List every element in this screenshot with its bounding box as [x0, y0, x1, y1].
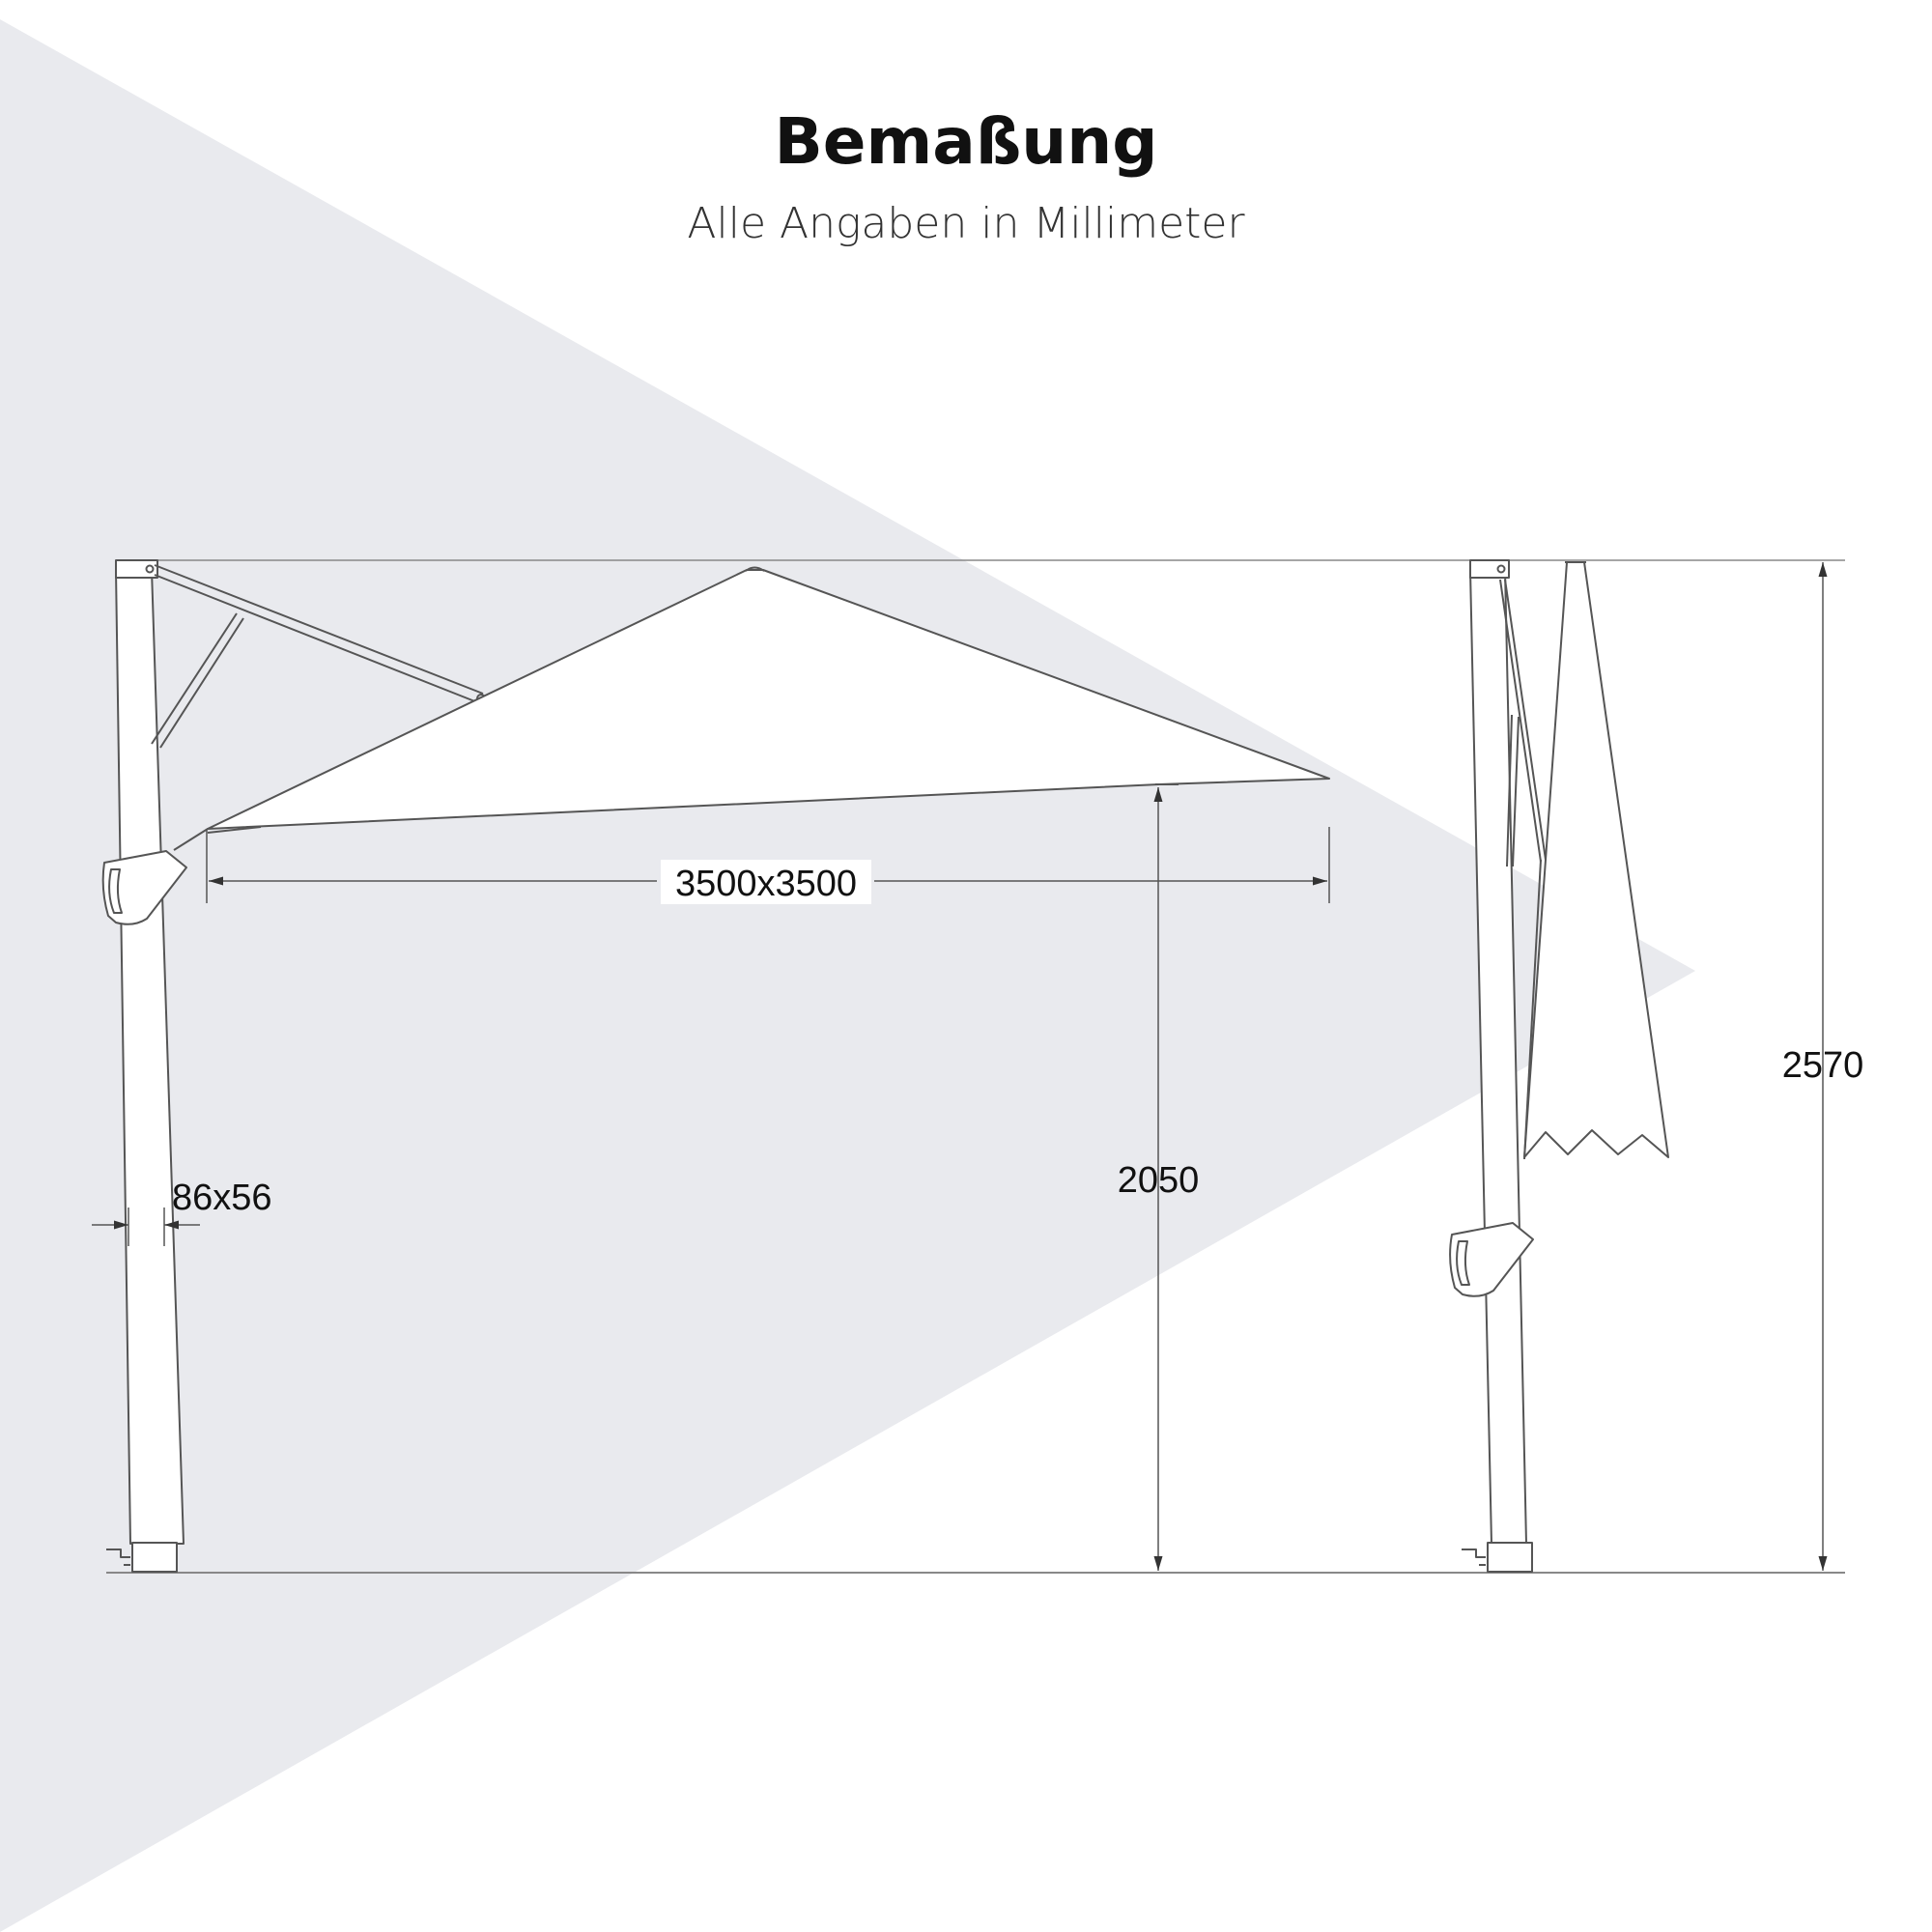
- pole-profile-label: 86x56: [172, 1178, 272, 1218]
- page-title: Bemaßung: [774, 104, 1158, 179]
- background-triangle: [0, 19, 1695, 1932]
- left-pole-base: [131, 1542, 178, 1573]
- canopy-size-label: 3500x3500: [675, 864, 857, 904]
- clearance-height-label: 2050: [1118, 1160, 1200, 1201]
- right-crank-housing: [1449, 1222, 1534, 1297]
- total-height-label: 2570: [1782, 1045, 1864, 1086]
- left-crank-housing: [101, 850, 187, 925]
- left-canopy: [207, 569, 1330, 830]
- right-closed-canopy: [1523, 561, 1669, 1158]
- page-subtitle: Alle Angaben in Millimeter: [687, 199, 1245, 248]
- right-pole-base: [1487, 1542, 1533, 1573]
- right-pole-cap: [1469, 559, 1510, 579]
- left-pole-cap: [115, 559, 158, 579]
